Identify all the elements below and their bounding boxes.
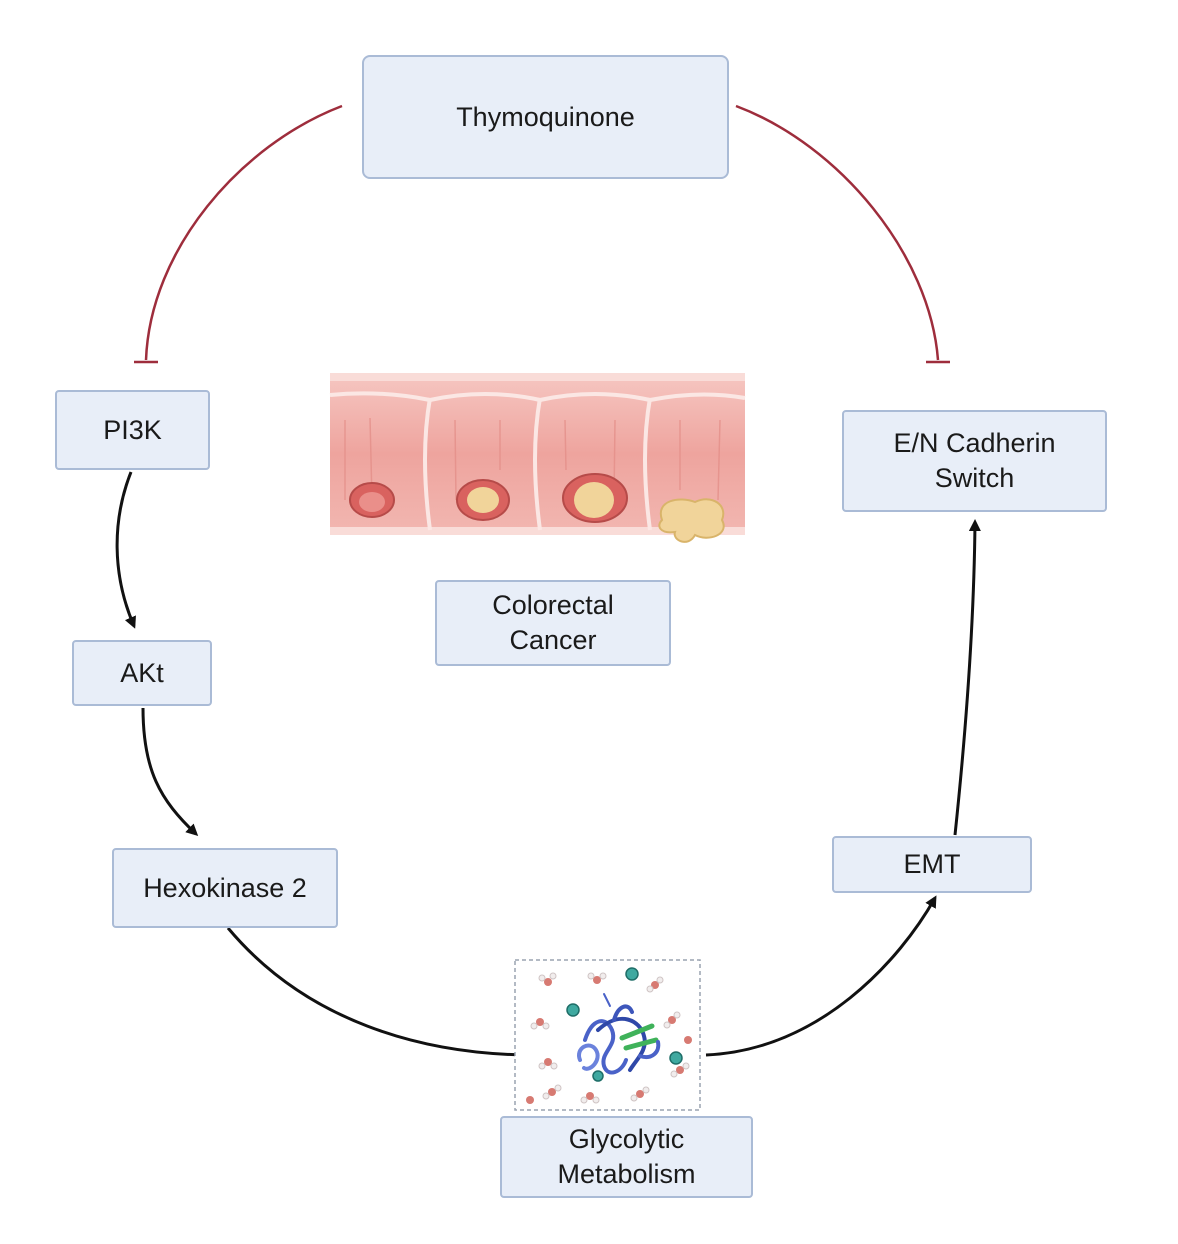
water-molecules	[526, 972, 692, 1104]
node-hexokinase-label: Hexokinase 2	[143, 872, 307, 903]
node-akt: AKt	[72, 640, 212, 706]
polyp-3	[562, 473, 628, 523]
arrow-emt-to-cadherin	[953, 519, 981, 836]
activation-edges	[115, 471, 981, 1061]
node-pi3k-label: PI3K	[103, 414, 162, 445]
colon-polyp-illustration	[329, 373, 746, 543]
arrow-pi3k-to-akt	[115, 471, 136, 629]
node-colorectal-cancer: Colorectal Cancer	[435, 580, 671, 666]
arrow-akt-to-hexokinase	[141, 707, 199, 837]
enzyme-protein-structure	[577, 993, 661, 1075]
node-glycolytic-metabolism-label: Glycolytic Metabolism	[557, 1124, 696, 1189]
polyp-4	[658, 498, 725, 543]
inhibition-edges	[134, 104, 950, 364]
polyp-1	[349, 482, 395, 518]
node-cadherin-switch-label: E/N Cadherin Switch	[893, 428, 1056, 493]
edge-thymoquinone-to-pi3k	[144, 104, 343, 361]
node-emt: EMT	[832, 836, 1032, 893]
node-emt-label: EMT	[903, 849, 961, 879]
node-hexokinase: Hexokinase 2	[112, 848, 338, 928]
ion-particles	[566, 967, 683, 1082]
node-glycolytic-metabolism: Glycolytic Metabolism	[500, 1116, 753, 1198]
glycolysis-enzyme-illustration	[514, 959, 701, 1111]
arrow-hexokinase-to-glycolytic	[226, 927, 537, 1061]
edge-thymoquinone-to-cadherin	[735, 104, 940, 361]
node-pi3k: PI3K	[55, 390, 210, 470]
arrow-glycolytic-to-emt	[705, 895, 937, 1057]
polyp-2	[456, 479, 510, 521]
node-thymoquinone-label: Thymoquinone	[456, 101, 635, 132]
node-akt-label: AKt	[120, 657, 164, 688]
node-colorectal-cancer-label: Colorectal Cancer	[492, 590, 614, 655]
node-thymoquinone: Thymoquinone	[362, 55, 729, 179]
node-cadherin-switch: E/N Cadherin Switch	[842, 410, 1107, 512]
